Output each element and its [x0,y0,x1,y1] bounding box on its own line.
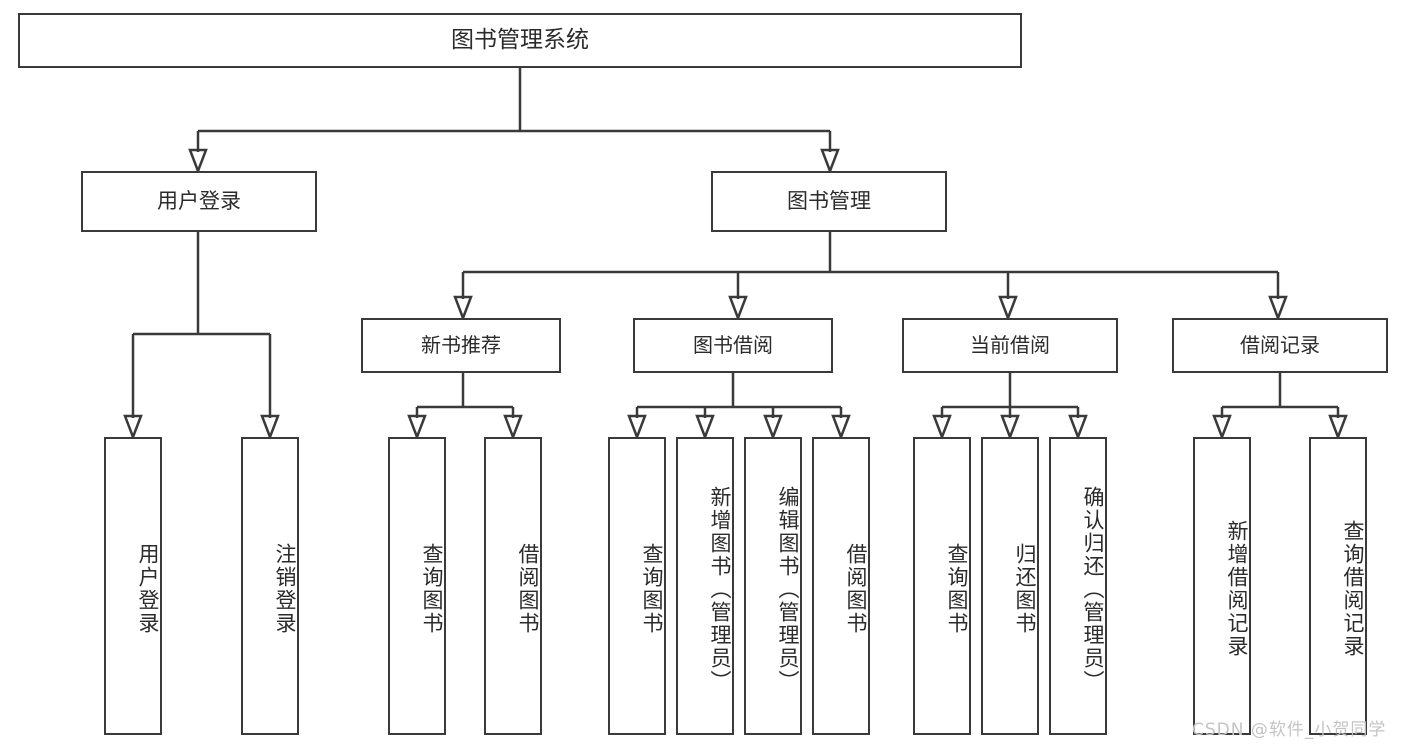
node-label: 图书借阅 [693,333,773,357]
node-borrow-record[interactable]: 借阅记录 [1172,318,1388,373]
node-book-management[interactable]: 图书管理 [711,171,947,232]
node-root-system[interactable]: 图书管理系统 [18,13,1022,68]
node-label: 用户登录 [157,189,241,214]
node-label: 用户登录 [136,543,160,635]
leaf-current-borrow-return[interactable]: 归还图书 [981,437,1039,735]
node-label: 图书管理系统 [451,27,589,54]
node-book-borrow[interactable]: 图书借阅 [633,318,833,373]
node-label: 查询图书 [420,543,444,635]
leaf-user-login-logout[interactable]: 注销登录 [241,437,299,735]
leaf-new-book-query[interactable]: 查询图书 [388,437,446,735]
node-label: 查询图书 [945,543,969,635]
leaf-book-borrow-query[interactable]: 查询图书 [608,437,666,735]
node-label: 借阅记录 [1240,333,1320,357]
leaf-user-login-login[interactable]: 用户登录 [104,437,162,735]
leaf-new-book-borrow[interactable]: 借阅图书 [484,437,542,735]
node-label: 归还图书 [1013,543,1037,635]
node-label: 借阅图书 [844,543,868,635]
node-label: 查询借阅记录 [1341,520,1365,658]
node-current-borrow[interactable]: 当前借阅 [902,318,1118,373]
leaf-borrow-record-query[interactable]: 查询借阅记录 [1309,437,1367,735]
leaf-current-borrow-confirm-return[interactable]: 确认归还（管理员） [1049,437,1107,735]
node-label: 注销登录 [273,543,297,635]
csdn-watermark: CSDN @软件_小贺同学 [1192,720,1387,740]
node-user-login[interactable]: 用户登录 [81,171,317,232]
leaf-current-borrow-query[interactable]: 查询图书 [913,437,971,735]
node-label: 编辑图书（管理员） [776,485,800,693]
node-label: 新增借阅记录 [1225,520,1249,658]
node-label: 新书推荐 [421,333,501,357]
node-label: 当前借阅 [970,333,1050,357]
node-label: 查询图书 [640,543,664,635]
node-label: 确认归还（管理员） [1081,485,1105,693]
node-new-book-recommend[interactable]: 新书推荐 [361,318,561,373]
leaf-book-borrow-add[interactable]: 新增图书（管理员） [676,437,734,735]
node-label: 借阅图书 [516,543,540,635]
node-label: 新增图书（管理员） [708,485,732,693]
leaf-borrow-record-add[interactable]: 新增借阅记录 [1193,437,1251,735]
leaf-book-borrow-borrow[interactable]: 借阅图书 [812,437,870,735]
leaf-book-borrow-edit[interactable]: 编辑图书（管理员） [744,437,802,735]
node-label: 图书管理 [787,189,871,214]
